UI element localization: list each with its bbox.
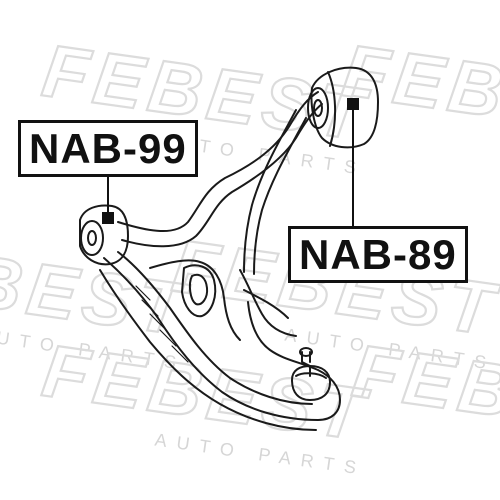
arm-hatching xyxy=(135,285,189,363)
part-label-nab-89: NAB-89 xyxy=(288,226,468,283)
ball-joint xyxy=(291,347,331,401)
reinforcement-rib xyxy=(149,259,241,341)
ball-joint-stud xyxy=(301,351,311,377)
rib-pocket-inner xyxy=(188,273,209,306)
rear-bushing-face xyxy=(80,220,104,256)
watermark-row-bottom-right: FEBEST xyxy=(347,328,500,458)
lower-arm-flange xyxy=(99,269,317,431)
ball-joint-housing xyxy=(291,365,331,401)
rear-bushing-body xyxy=(79,204,129,266)
watermark-row-bottom: FEBEST AUTO PARTS xyxy=(37,328,375,479)
leader-dot-nab-89 xyxy=(347,98,359,110)
leader-dot-nab-99 xyxy=(102,212,114,224)
front-bushing-bore xyxy=(313,99,323,117)
upper-link-outline xyxy=(117,91,323,248)
upper-link-rail xyxy=(243,109,307,275)
front-bushing xyxy=(307,66,379,149)
front-bushing-edge xyxy=(327,71,337,147)
lower-arm-inner-edge xyxy=(117,251,313,405)
control-arm-drawing xyxy=(79,66,379,431)
front-bushing-body xyxy=(310,66,379,149)
link-joint xyxy=(239,269,297,337)
ball-joint-boot xyxy=(295,372,327,379)
rear-bushing-bore xyxy=(87,230,97,246)
ball-joint-nut xyxy=(299,347,313,357)
watermark-brand-text: FEBEST xyxy=(348,329,500,457)
leader-lines xyxy=(102,98,359,228)
rear-bushing xyxy=(79,204,129,266)
part-label-nab-99: NAB-99 xyxy=(18,120,198,177)
lower-arm-plate xyxy=(103,257,341,421)
front-bushing-face xyxy=(307,87,329,129)
rib-pocket xyxy=(181,264,217,318)
